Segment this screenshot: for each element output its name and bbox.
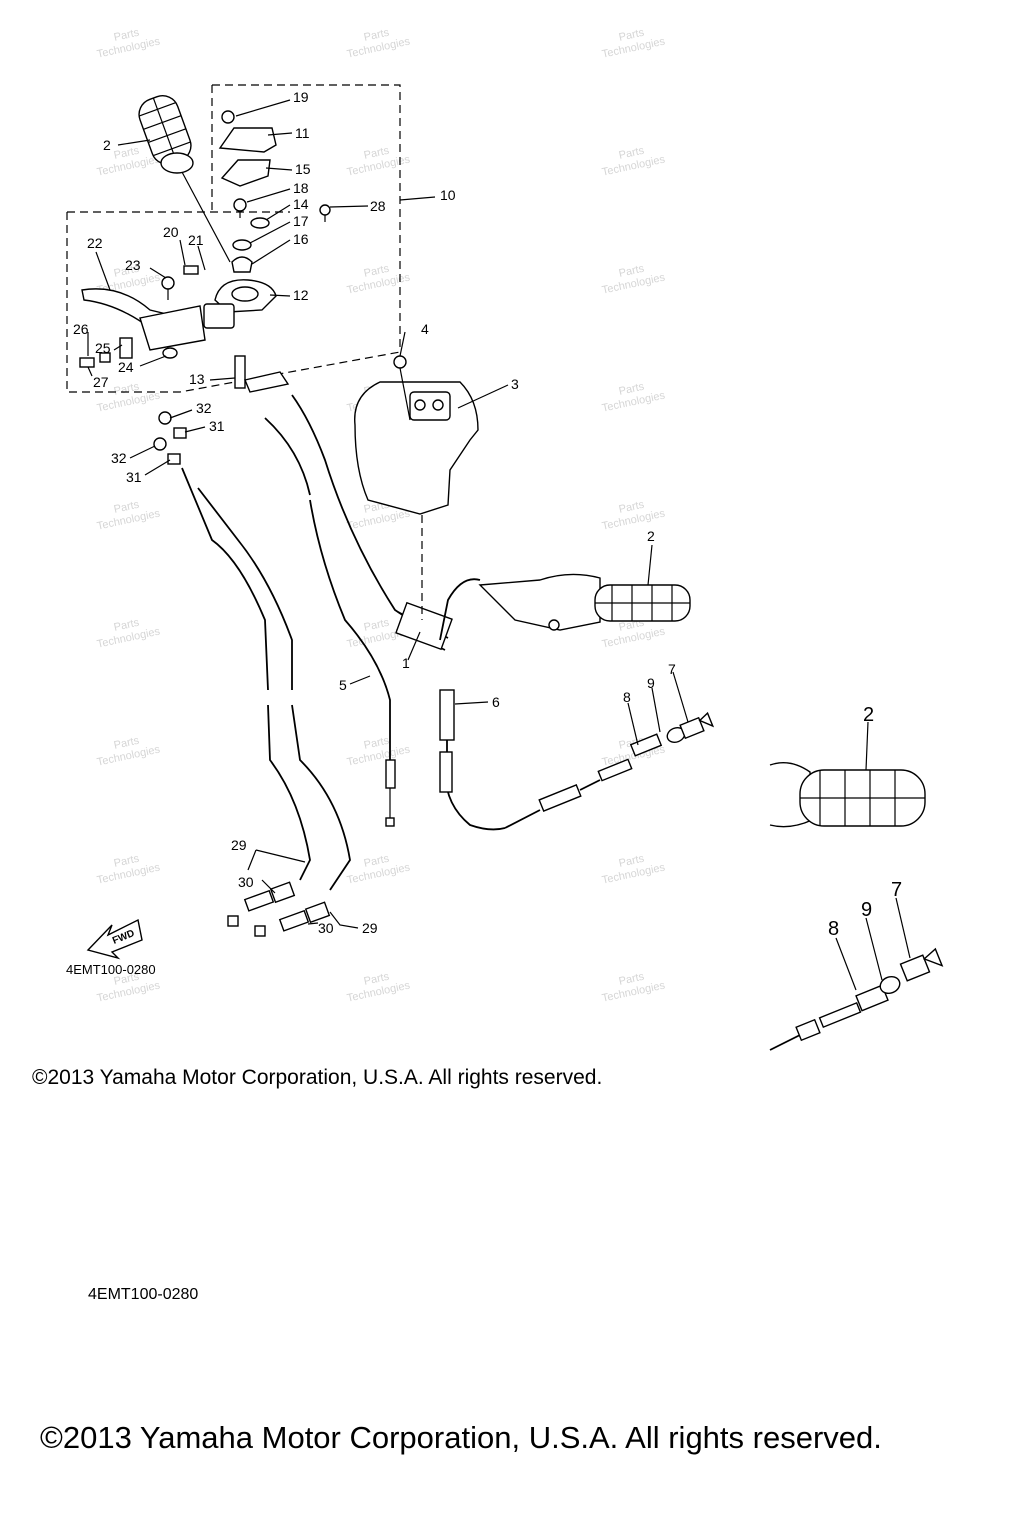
part-label: 31	[126, 469, 142, 485]
part-label: 25	[95, 340, 111, 356]
watermark-text: Parts	[113, 27, 141, 44]
right-grip	[478, 573, 691, 631]
part-label: 9	[647, 675, 655, 691]
watermark-text: Parts	[113, 853, 141, 870]
watermark-text: Parts	[113, 381, 141, 398]
cable-end-detail	[769, 947, 944, 1051]
footer-diagram-code: 4EMT100-0280	[88, 1286, 199, 1303]
part-label: 13	[189, 371, 205, 387]
watermark-text: Parts	[363, 27, 391, 44]
part-label: 29	[231, 837, 247, 853]
part-label: 27	[93, 374, 109, 390]
diagram-code: 4EMT100-0280	[66, 962, 156, 977]
part-label: 6	[492, 694, 500, 710]
leader-line	[181, 171, 231, 263]
throttle-cable	[291, 394, 441, 641]
watermark-text: Parts	[363, 735, 391, 752]
part-label: 2	[103, 137, 111, 153]
part-label: 31	[209, 418, 225, 434]
part-label: 3	[511, 376, 519, 392]
part-label: 32	[111, 450, 127, 466]
watermark-text: Parts	[113, 971, 141, 988]
watermark-text: Parts	[618, 499, 646, 516]
part-label: 5	[339, 677, 347, 693]
watermark-text: Parts	[363, 617, 391, 634]
part-label: 9	[861, 899, 872, 921]
part-label: 7	[891, 879, 902, 901]
part-label: 8	[828, 918, 839, 940]
part-label: 2	[863, 704, 874, 726]
part-label: 4	[421, 321, 429, 337]
watermark-text: Parts	[618, 263, 646, 280]
part-label: 28	[370, 198, 386, 214]
part-label: 17	[293, 213, 309, 229]
watermark-text: Parts	[113, 263, 141, 280]
part-label: 15	[295, 161, 311, 177]
part-label: 22	[87, 235, 103, 251]
watermark-text: Parts	[363, 971, 391, 988]
watermark-text: Parts	[113, 617, 141, 634]
brake-lever	[79, 265, 206, 368]
part-label: 7	[668, 661, 676, 677]
part-label: 2	[647, 528, 655, 544]
throttle-housing-parts	[203, 110, 331, 393]
watermark-text: Parts	[363, 263, 391, 280]
part-label: 29	[362, 920, 378, 936]
fwd-arrow: FWD	[86, 918, 143, 960]
part-label: 11	[295, 125, 310, 141]
throttle-cable-lower	[439, 689, 715, 831]
part-label: 24	[118, 359, 134, 375]
watermark-text: Parts	[113, 735, 141, 752]
part-label: 1	[402, 655, 410, 671]
part-label: 19	[293, 89, 309, 105]
leader-lines	[87, 99, 911, 991]
watermark-text: Parts	[618, 27, 646, 44]
left-grip	[138, 95, 194, 174]
part-label: 32	[196, 400, 212, 416]
part-label: 8	[623, 689, 631, 705]
part-label: 18	[293, 180, 309, 196]
part-label: 12	[293, 287, 309, 303]
footer-copyright: ©2013 Yamaha Motor Corporation, U.S.A. A…	[40, 1420, 882, 1455]
watermark-text: Parts	[363, 145, 391, 162]
watermark-text: Parts	[618, 381, 646, 398]
part-label: 21	[188, 232, 204, 248]
watermark-text: Parts	[618, 853, 646, 870]
watermark-text: Parts	[618, 971, 646, 988]
part-label: 10	[440, 187, 456, 203]
assembly-box-upper	[211, 84, 401, 352]
left-cables	[181, 417, 396, 937]
throttle-cover	[354, 355, 479, 620]
part-label: 26	[73, 321, 89, 337]
watermark-text: Parts	[363, 853, 391, 870]
watermark-text: Parts	[113, 145, 141, 162]
part-label: 30	[318, 920, 334, 936]
cable-adjusters	[153, 411, 187, 465]
part-label: 14	[293, 196, 309, 212]
part-label: 20	[163, 224, 179, 240]
grip-detail	[769, 762, 926, 828]
watermark-text: Parts	[618, 145, 646, 162]
part-label: 16	[293, 231, 309, 247]
part-label: 23	[125, 257, 141, 273]
diagram-copyright: ©2013 Yamaha Motor Corporation, U.S.A. A…	[32, 1066, 603, 1089]
assembly-box-lever	[66, 211, 401, 393]
watermark-text: Parts	[113, 499, 141, 516]
part-labels: 19 11 2 15 18 10 14 28 17 22 20 21 16 23…	[73, 89, 902, 940]
handlebar	[395, 578, 481, 651]
part-label: 30	[238, 874, 254, 890]
